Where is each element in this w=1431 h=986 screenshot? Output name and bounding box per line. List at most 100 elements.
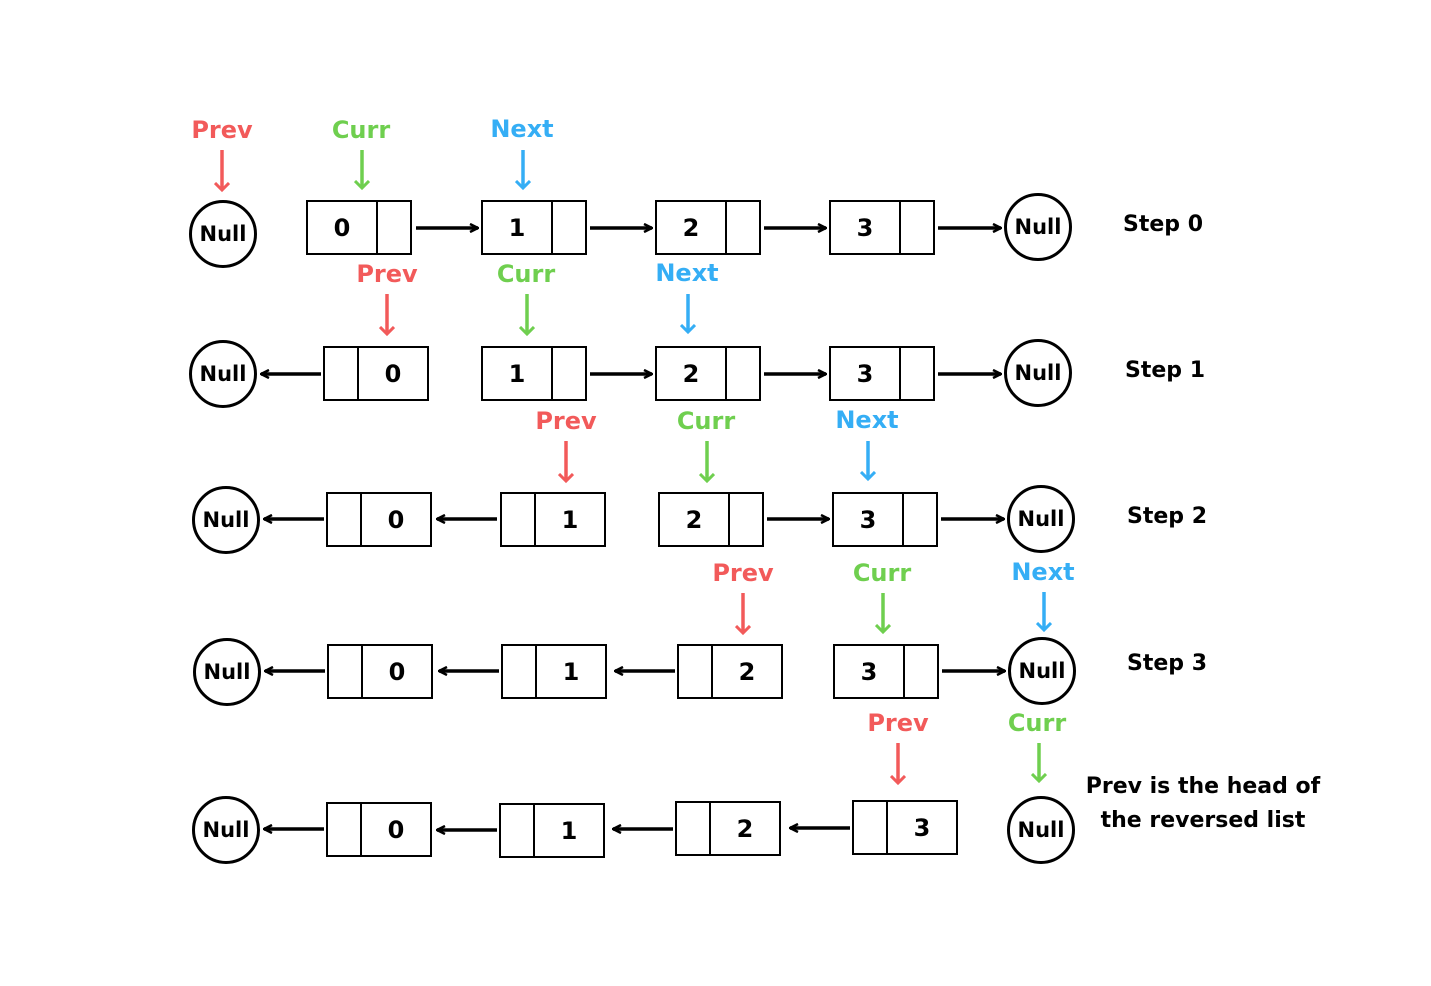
node-value: 0 [388, 657, 406, 686]
node-pointer-cell [325, 348, 359, 399]
list-node-reversed: 0 [326, 492, 432, 547]
null-node-left: Null [189, 200, 257, 268]
list-node: 3 [832, 492, 938, 547]
null-label: Null [1014, 361, 1062, 385]
list-node: 2 [658, 492, 764, 547]
prev-pointer-label: Prev [712, 559, 774, 587]
null-node-left: Null [192, 486, 260, 554]
node-pointer-cell [328, 494, 362, 545]
node-value: 0 [387, 505, 405, 534]
list-node-reversed: 3 [852, 800, 958, 855]
node-value: 1 [508, 359, 526, 388]
prev-pointer-label: Prev [535, 407, 597, 435]
null-node-right: Null [1008, 637, 1076, 705]
next-pointer-label: Next [655, 259, 719, 287]
null-node-left: Null [189, 340, 257, 408]
node-pointer-cell [502, 494, 536, 545]
node-value: 3 [860, 657, 878, 686]
null-node-right: Null [1004, 339, 1072, 407]
step-label: Step 1 [1125, 358, 1205, 383]
node-pointer-cell [725, 348, 759, 399]
node-pointer-cell [902, 494, 936, 545]
list-node: 3 [833, 644, 939, 699]
curr-pointer-label: Curr [852, 559, 912, 587]
list-node-reversed: 0 [327, 644, 433, 699]
node-pointer-cell [677, 803, 711, 854]
node-pointer-cell [728, 494, 762, 545]
list-node-reversed: 0 [326, 802, 432, 857]
node-value: 3 [856, 359, 874, 388]
list-node: 2 [655, 346, 761, 401]
curr-pointer-label: Curr [1007, 709, 1067, 737]
null-label: Null [202, 818, 250, 842]
node-value: 2 [685, 505, 703, 534]
node-value: 2 [682, 359, 700, 388]
next-pointer-label: Next [1011, 558, 1075, 586]
node-pointer-cell [551, 202, 585, 253]
node-pointer-cell [679, 646, 713, 697]
null-node-left: Null [192, 796, 260, 864]
prev-pointer-label: Prev [356, 260, 418, 288]
node-pointer-cell [899, 202, 933, 253]
list-node: 3 [829, 346, 935, 401]
node-value: 2 [736, 814, 754, 843]
node-value: 3 [913, 813, 931, 842]
null-node-left: Null [193, 638, 261, 706]
node-value: 0 [333, 213, 351, 242]
node-value: 0 [387, 815, 405, 844]
node-pointer-cell [899, 348, 933, 399]
next-pointer-label: Next [835, 406, 899, 434]
curr-pointer-label: Curr [331, 116, 391, 144]
list-node: 1 [481, 200, 587, 255]
null-node-right: Null [1007, 796, 1075, 864]
null-label: Null [1018, 659, 1066, 683]
null-label: Null [1017, 507, 1065, 531]
null-label: Null [199, 222, 247, 246]
node-pointer-cell [503, 646, 537, 697]
curr-pointer-label: Curr [496, 260, 556, 288]
node-value: 2 [738, 657, 756, 686]
node-value: 2 [682, 213, 700, 242]
list-node-reversed: 1 [500, 492, 606, 547]
list-node-reversed: 2 [675, 801, 781, 856]
node-value: 1 [508, 213, 526, 242]
node-pointer-cell [501, 805, 535, 856]
next-pointer-label: Next [490, 115, 554, 143]
list-node: 3 [829, 200, 935, 255]
null-label: Null [1014, 215, 1062, 239]
node-value: 0 [384, 359, 402, 388]
null-label: Null [202, 508, 250, 532]
curr-pointer-label: Curr [676, 407, 736, 435]
node-value: 1 [561, 505, 579, 534]
null-label: Null [199, 362, 247, 386]
null-label: Null [203, 660, 251, 684]
null-node-right: Null [1007, 485, 1075, 553]
node-pointer-cell [903, 646, 937, 697]
node-pointer-cell [376, 202, 410, 253]
node-value: 1 [560, 816, 578, 845]
step-label: Step 2 [1127, 504, 1207, 529]
step-label: Step 3 [1127, 651, 1207, 676]
final-caption: Prev is the head of the reversed list [1085, 774, 1321, 833]
prev-pointer-label: Prev [867, 709, 929, 737]
step-label: Step 0 [1123, 212, 1203, 237]
list-node-reversed: 1 [501, 644, 607, 699]
list-node: 1 [481, 346, 587, 401]
node-value: 3 [859, 505, 877, 534]
null-label: Null [1017, 818, 1065, 842]
node-pointer-cell [551, 348, 585, 399]
list-node: 2 [655, 200, 761, 255]
list-node: 0 [306, 200, 412, 255]
null-node-right: Null [1004, 193, 1072, 261]
list-node-reversed: 0 [323, 346, 429, 401]
node-pointer-cell [725, 202, 759, 253]
list-node-reversed: 1 [499, 803, 605, 858]
prev-pointer-label: Prev [191, 116, 253, 144]
node-pointer-cell [328, 804, 362, 855]
node-value: 3 [856, 213, 874, 242]
node-pointer-cell [854, 802, 888, 853]
node-pointer-cell [329, 646, 363, 697]
node-value: 1 [562, 657, 580, 686]
